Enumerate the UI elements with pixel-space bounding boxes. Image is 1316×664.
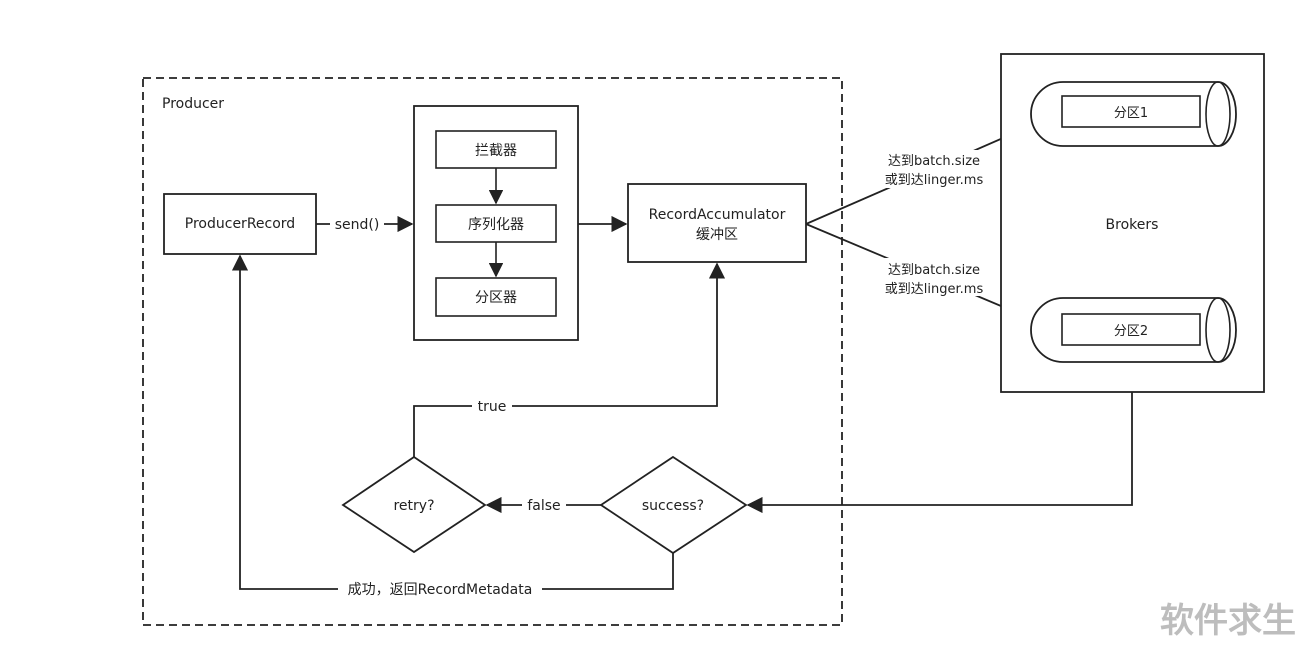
send-label: send() (335, 217, 380, 233)
condition-bottom-bg (874, 258, 994, 296)
send-label-bg (330, 214, 384, 234)
false-label-bg (522, 495, 566, 515)
producer-record-label: ProducerRecord (185, 216, 295, 232)
record-accumulator-box (627, 183, 807, 263)
brokers-title: Brokers (1106, 217, 1159, 233)
true-label-bg (472, 396, 512, 416)
condition-top-line2: 或到达linger.ms (885, 173, 984, 188)
producer-title: Producer (162, 96, 224, 112)
partition2-label: 分区2 (1114, 324, 1148, 339)
partition1-box (1061, 95, 1201, 128)
condition-top-line1: 达到batch.size (888, 154, 980, 169)
true-arrow (413, 262, 726, 457)
partition2-box (1061, 313, 1201, 346)
watermark-text: 软件求生 (1160, 601, 1296, 641)
success-label: success? (642, 498, 704, 514)
producer-record-box (163, 193, 317, 255)
retry-label: retry? (393, 498, 434, 514)
condition-top-bg (874, 150, 994, 188)
serializer-box (435, 204, 557, 243)
condition-bottom-line2: 或到达linger.ms (885, 282, 984, 297)
partition1-label: 分区1 (1114, 106, 1148, 121)
partition1-cylinder-cap (1205, 81, 1231, 147)
record-accumulator-sublabel: 缓冲区 (696, 227, 738, 243)
partitioner-box (435, 277, 557, 317)
interceptor-box (435, 130, 557, 169)
partitioner-label: 分区器 (475, 290, 517, 306)
return-label: 成功，返回RecordMetadata (348, 582, 533, 598)
retry-decision (341, 455, 487, 554)
partition2-cylinder-cap (1205, 297, 1231, 363)
brokers-to-success-arrow (746, 392, 1133, 514)
false-label: false (527, 498, 560, 514)
true-label: true (478, 399, 507, 415)
serializer-label: 序列化器 (468, 217, 524, 233)
interceptor-label: 拦截器 (475, 143, 517, 159)
record-accumulator-label: RecordAccumulator (649, 207, 786, 223)
condition-bottom-line1: 达到batch.size (888, 263, 980, 278)
return-label-bg (338, 579, 542, 599)
